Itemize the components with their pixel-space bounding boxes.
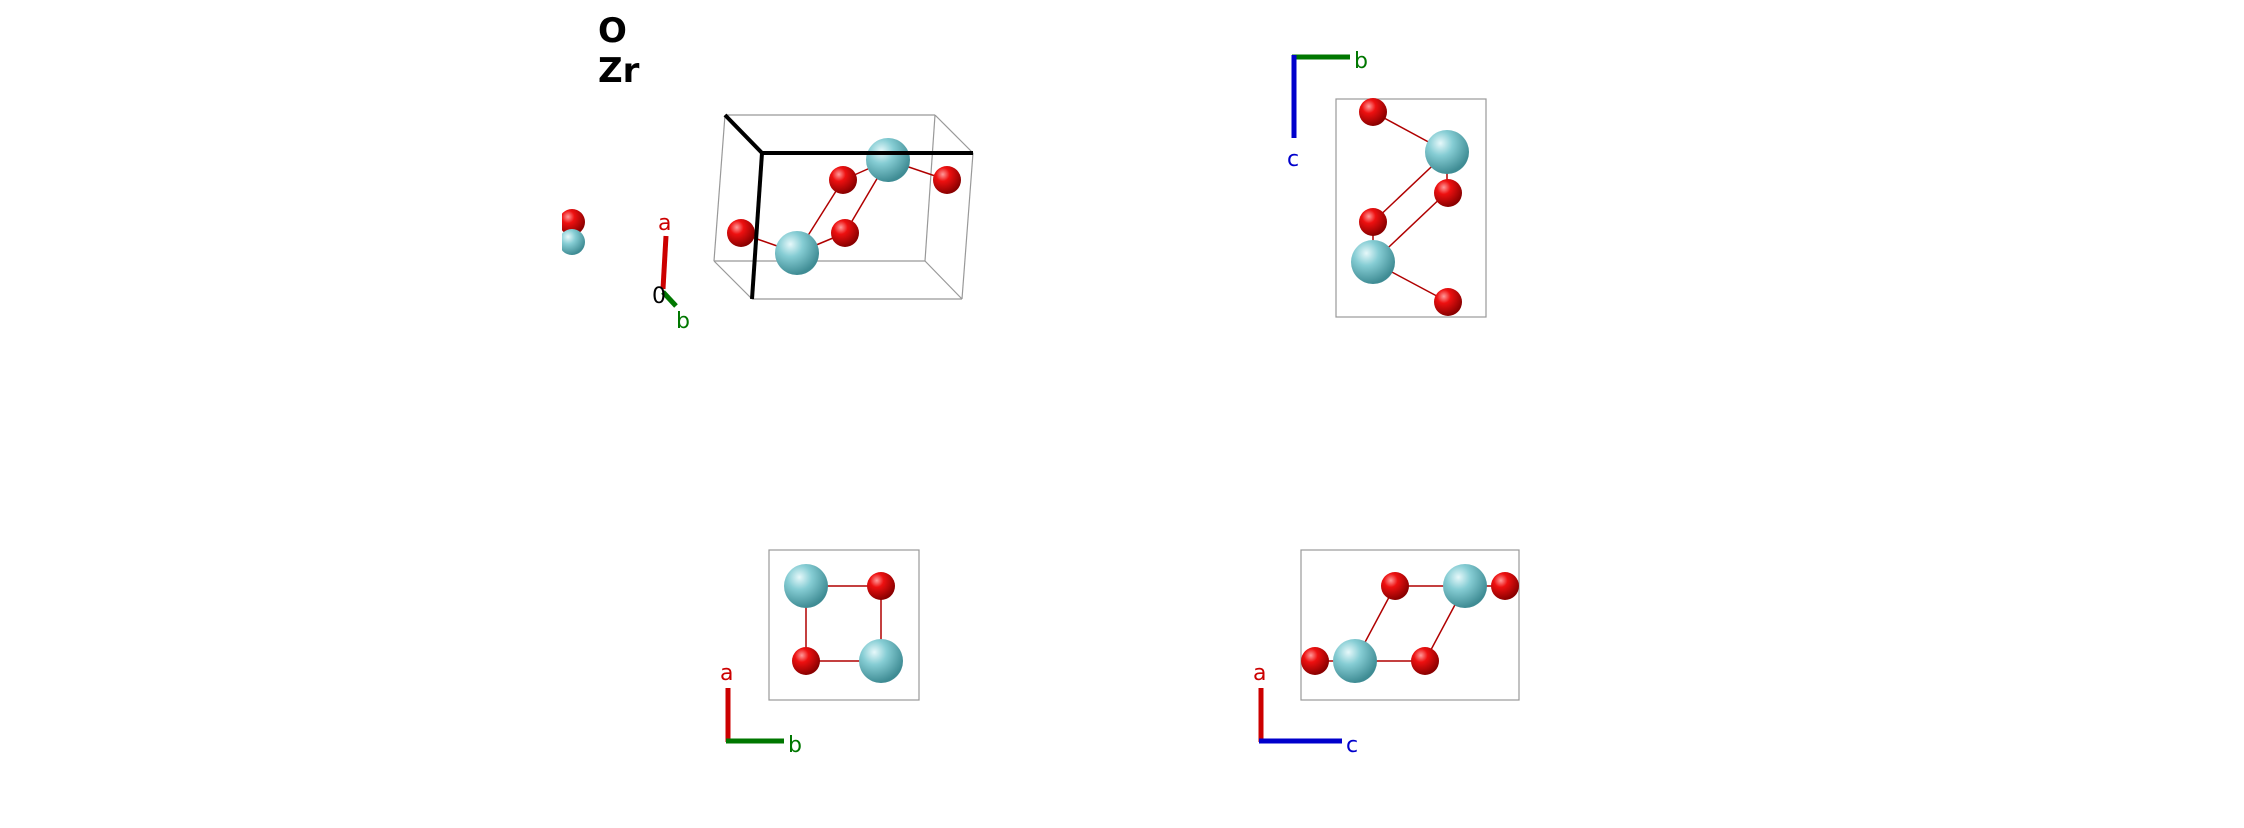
axis-b-label: b (1354, 49, 1368, 74)
axis-indicator-perspective: a b 0 (652, 211, 690, 334)
atom-o (867, 572, 895, 600)
atom-o (792, 647, 820, 675)
atom-zr (775, 231, 819, 275)
atom-o (1434, 288, 1462, 316)
unit-cell-ac (1300, 549, 1520, 701)
axis-b-label: b (788, 733, 802, 758)
atom-zr (784, 564, 828, 608)
atoms-ab (784, 564, 903, 683)
axis-c-label: c (1346, 733, 1358, 758)
atom-zr (1333, 639, 1377, 683)
atom-zr (1425, 130, 1469, 174)
atom-zr (1443, 564, 1487, 608)
unit-cell-ab (768, 549, 920, 701)
atom-o (1381, 572, 1409, 600)
view-ab: a b (720, 549, 920, 758)
atom-o (1411, 647, 1439, 675)
view-perspective: a b 0 (652, 113, 974, 334)
atom-o (1359, 98, 1387, 126)
axis-a-line (660, 235, 669, 290)
atoms-ac (1301, 564, 1519, 683)
legend-item-o: O (598, 11, 627, 51)
axis-indicator-ab: a b (720, 661, 802, 758)
atom-o (559, 209, 585, 235)
atom-zr (1351, 240, 1395, 284)
view-bc: b c (1287, 49, 1487, 318)
axis-origin-label: 0 (652, 284, 666, 309)
atom-o (1434, 179, 1462, 207)
atom-o (1359, 208, 1387, 236)
atom-o (829, 166, 857, 194)
view-ac: a c (1253, 549, 1520, 758)
clip-mask (540, 200, 562, 260)
atom-o (1491, 572, 1519, 600)
atom-zr (866, 138, 910, 182)
atom-o (831, 219, 859, 247)
axis-c-label: c (1287, 147, 1299, 172)
unit-cell-bc (1335, 98, 1487, 318)
atom-zr (859, 639, 903, 683)
edge-atoms (540, 200, 585, 260)
axis-indicator-ac: a c (1253, 661, 1358, 758)
axis-b-line (661, 290, 678, 308)
unit-cell-perspective (713, 114, 974, 300)
atoms-perspective (727, 138, 961, 275)
atom-o (727, 219, 755, 247)
cell-front-axes (723, 113, 973, 300)
element-legend: O Zr (598, 11, 640, 91)
atom-o (1301, 647, 1329, 675)
axis-b-label: b (676, 309, 690, 334)
legend-item-zr: Zr (598, 51, 640, 91)
axis-a-label: a (720, 661, 733, 686)
atoms-bc (1351, 98, 1469, 316)
axis-a-label: a (658, 211, 671, 236)
axis-indicator-bc: b c (1287, 49, 1368, 172)
atom-zr (559, 229, 585, 255)
axis-a-label: a (1253, 661, 1266, 686)
atom-o (933, 166, 961, 194)
